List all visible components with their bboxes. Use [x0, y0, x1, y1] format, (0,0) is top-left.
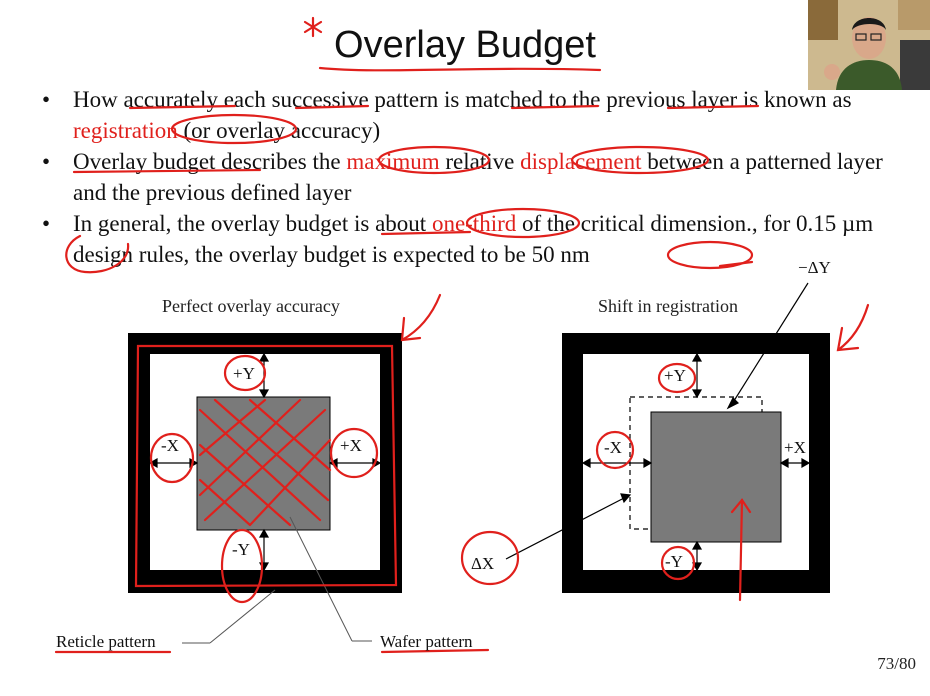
callout-leaders [182, 516, 372, 644]
right-minus-x-label: -X [604, 438, 622, 457]
delta-y-label: −ΔY [798, 258, 831, 277]
reticle-pattern-callout: Reticle pattern [56, 632, 156, 651]
left-minus-x-label: -X [161, 436, 179, 455]
left-minus-y-label: -Y [232, 540, 250, 559]
page-number: 73/80 [877, 654, 916, 673]
wafer-pattern-callout: Wafer pattern [380, 632, 473, 651]
right-minus-y-label: -Y [665, 552, 683, 571]
red-annotations [54, 16, 870, 654]
left-figure-caption: Perfect overlay accuracy [162, 296, 340, 316]
left-plus-x-label: +X [340, 436, 362, 455]
presenter-webcam-image [808, 0, 930, 90]
bullet-3: •In general, the overlay budget is about… [42, 211, 874, 267]
right-arrows [505, 282, 811, 572]
left-plus-y-label: +Y [233, 364, 255, 383]
right-shifted-wafer-square [650, 411, 782, 543]
right-plus-x-label: +X [784, 438, 806, 457]
right-plus-y-label: +Y [664, 366, 686, 385]
delta-x-label: ΔX [471, 554, 495, 573]
right-figure-caption: Shift in registration [598, 296, 738, 316]
slide-title: Overlay Budget [334, 24, 596, 66]
